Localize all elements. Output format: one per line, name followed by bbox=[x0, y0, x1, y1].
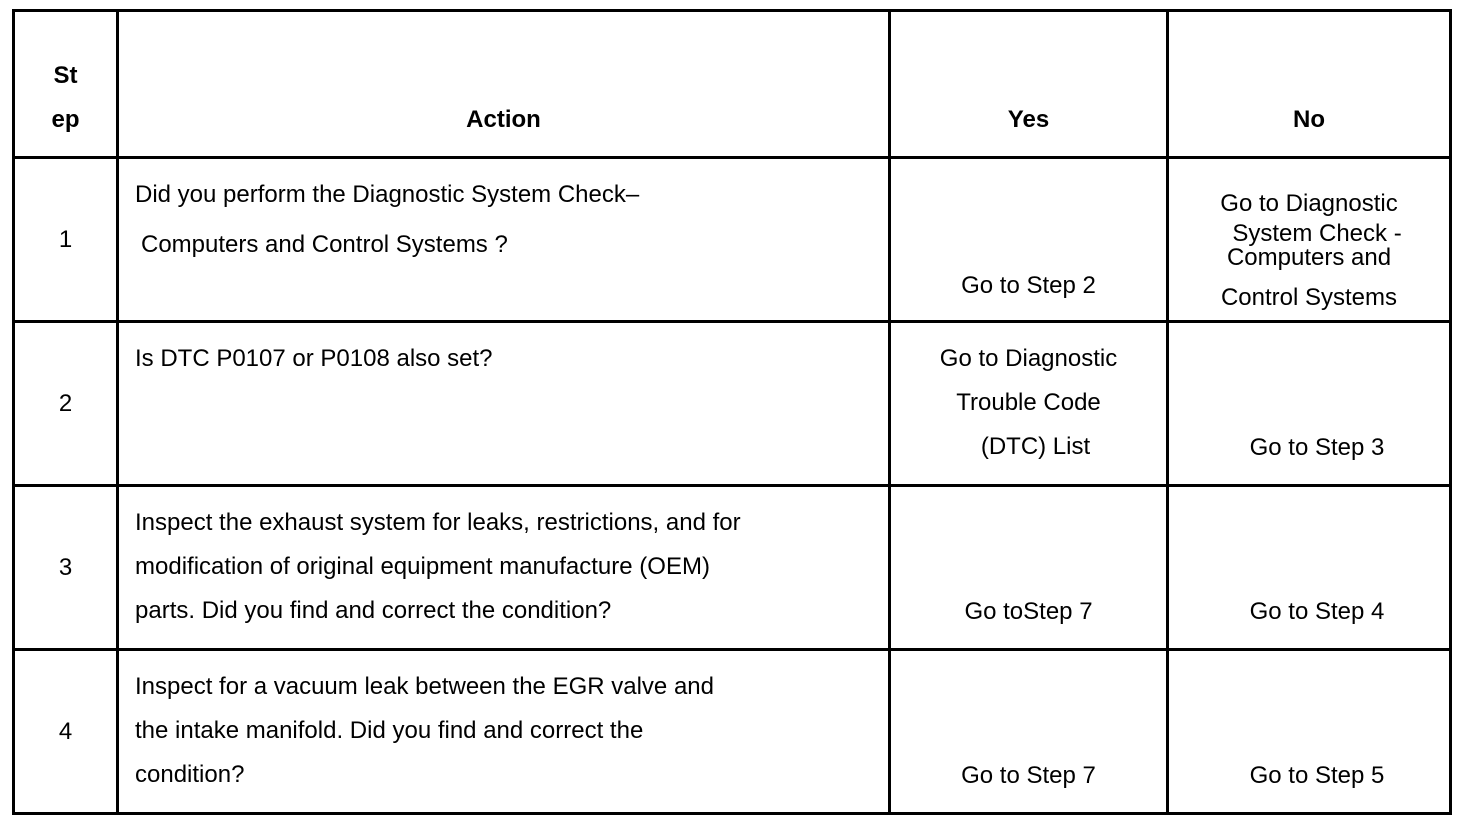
table-row: 4 Inspect for a vacuum leak between the … bbox=[12, 648, 1452, 815]
no-line: Go to Step 3 bbox=[1249, 434, 1385, 461]
action-line: Inspect the exhaust system for leaks, re… bbox=[135, 509, 741, 536]
no-line: System Check - bbox=[1232, 220, 1402, 247]
step-number: 3 bbox=[12, 484, 119, 651]
header-step-line: St bbox=[53, 62, 78, 89]
header-action: Action bbox=[116, 9, 891, 159]
table-header-row: St ep Action Yes No bbox=[12, 9, 1452, 159]
yes-line: Go toStep 7 bbox=[964, 598, 1093, 625]
yes-cell: Go to Step 7 bbox=[888, 648, 1169, 815]
no-line: Go to Diagnostic bbox=[1220, 190, 1398, 217]
no-line: Computers and bbox=[1226, 244, 1392, 271]
action-cell: Is DTC P0107 or P0108 also set? bbox=[116, 320, 891, 487]
yes-cell: Go to Step 2 bbox=[888, 156, 1169, 323]
table-row: 2 Is DTC P0107 or P0108 also set? Go to … bbox=[12, 320, 1452, 487]
table-row: 3 Inspect the exhaust system for leaks, … bbox=[12, 484, 1452, 651]
diagnostic-table-container: St ep Action Yes No 1 Did you perform th… bbox=[12, 9, 1452, 815]
action-line: Is DTC P0107 or P0108 also set? bbox=[135, 345, 493, 372]
no-cell: Go to Step 4 bbox=[1166, 484, 1452, 651]
action-line: modification of original equipment manuf… bbox=[135, 553, 710, 580]
yes-line: Trouble Code bbox=[956, 389, 1101, 416]
action-line: the intake manifold. Did you find and co… bbox=[135, 717, 644, 744]
header-step-line: ep bbox=[51, 106, 80, 133]
action-line: Did you perform the Diagnostic System Ch… bbox=[135, 181, 640, 208]
yes-line: Go to Step 2 bbox=[961, 272, 1096, 299]
no-line: Go to Step 5 bbox=[1249, 762, 1385, 789]
action-cell: Inspect for a vacuum leak between the EG… bbox=[116, 648, 891, 815]
diagnostic-table: St ep Action Yes No 1 Did you perform th… bbox=[12, 9, 1452, 815]
table-row: 1 Did you perform the Diagnostic System … bbox=[12, 156, 1452, 323]
yes-line: (DTC) List bbox=[980, 433, 1091, 460]
action-line: condition? bbox=[135, 761, 245, 788]
action-cell: Did you perform the Diagnostic System Ch… bbox=[116, 156, 891, 323]
header-step: St ep bbox=[12, 9, 119, 159]
action-line: parts. Did you find and correct the cond… bbox=[135, 597, 612, 624]
header-no: No bbox=[1166, 9, 1452, 159]
action-cell: Inspect the exhaust system for leaks, re… bbox=[116, 484, 891, 651]
header-yes: Yes bbox=[888, 9, 1169, 159]
action-line: Inspect for a vacuum leak between the EG… bbox=[135, 673, 714, 700]
action-line: Computers and Control Systems ? bbox=[141, 231, 508, 258]
no-line: Control Systems bbox=[1220, 284, 1398, 311]
yes-line: Go to Step 7 bbox=[961, 762, 1096, 789]
no-cell: Go to Step 3 bbox=[1166, 320, 1452, 487]
no-cell: Go to Step 5 bbox=[1166, 648, 1452, 815]
step-number: 1 bbox=[12, 156, 119, 323]
yes-line: Go to Diagnostic bbox=[939, 345, 1118, 372]
no-line: Go to Step 4 bbox=[1249, 598, 1385, 625]
step-number: 4 bbox=[12, 648, 119, 815]
step-number: 2 bbox=[12, 320, 119, 487]
yes-cell: Go to Diagnostic Trouble Code (DTC) List bbox=[888, 320, 1169, 487]
no-cell: Go to Diagnostic System Check - Computer… bbox=[1166, 156, 1452, 323]
yes-cell: Go toStep 7 bbox=[888, 484, 1169, 651]
